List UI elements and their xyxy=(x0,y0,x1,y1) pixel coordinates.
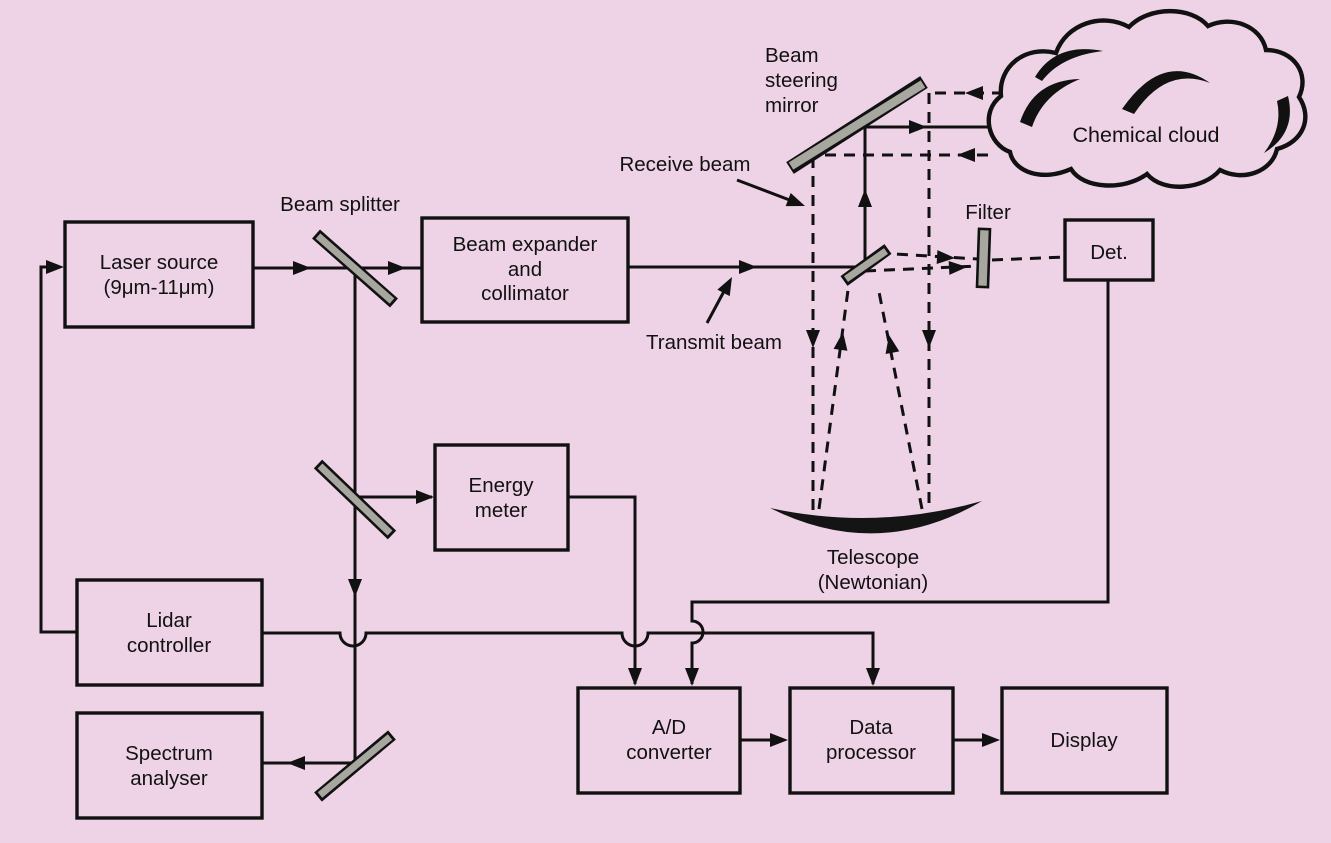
cloud-outline xyxy=(986,8,1308,189)
filter-to-detector-line xyxy=(991,255,1066,262)
energy-meter-box xyxy=(433,443,570,552)
cloud-swoosh-2 xyxy=(1020,79,1080,127)
cloud-swoosh-4 xyxy=(1264,96,1290,153)
data-processor-label: Data xyxy=(849,716,893,739)
detector-box xyxy=(1063,218,1155,282)
display-label: Display xyxy=(1050,729,1118,752)
transmit-beam-label: Transmit beam xyxy=(646,331,782,354)
beam-expander-label: and xyxy=(508,258,542,281)
telescope-ray-right-line xyxy=(877,291,924,510)
display-box xyxy=(1000,686,1169,795)
energy-to-ad-line xyxy=(568,495,637,684)
dashed-lines xyxy=(811,91,1066,510)
detector-to-ad-line xyxy=(690,280,1110,684)
filter-label: Filter xyxy=(965,201,1011,224)
beam-expander-box xyxy=(420,216,630,324)
spectrum-analyser-box xyxy=(75,711,264,820)
spectrum-mirror xyxy=(314,730,396,802)
beam-splitter-label: Beam splitter xyxy=(280,193,400,216)
filter-element xyxy=(975,227,992,289)
controller-bus-line xyxy=(262,631,875,684)
beam-splitter-mirror xyxy=(312,229,398,308)
beam-steering-mirror-label: Beam xyxy=(765,44,819,67)
nodes xyxy=(63,216,1169,820)
data-processor-box xyxy=(788,686,955,795)
mirror-to-filter-upper-line xyxy=(877,251,979,261)
beam-steering-mirror-label: mirror xyxy=(765,94,819,117)
controller-to-laser-line xyxy=(39,265,77,634)
telescope-label: (Newtonian) xyxy=(818,571,929,594)
beam-steering-mirror-label: steering xyxy=(765,69,838,92)
laser-source-label: Laser source xyxy=(100,251,219,274)
ad-converter-box xyxy=(576,686,742,795)
ad-converter-label: A/D xyxy=(652,716,686,739)
spectrum-analyser-label: analyser xyxy=(130,767,208,790)
lidar-controller-label: controller xyxy=(127,634,211,657)
lidar-controller-label: Lidar xyxy=(146,609,192,632)
beam-steering-mirror xyxy=(786,76,928,174)
energy-meter-label: Energy xyxy=(469,474,535,497)
lidar-controller-box xyxy=(75,578,264,687)
beam-expander-label: collimator xyxy=(481,282,569,305)
annotations: Beam splitter Beam steering mirror Recei… xyxy=(280,44,1219,594)
laser-source-box xyxy=(63,220,255,329)
cloud-swoosh-1 xyxy=(1035,49,1103,81)
energy-meter-label: meter xyxy=(475,499,528,522)
optics xyxy=(312,76,992,802)
chemical-cloud-shape xyxy=(986,8,1308,189)
data-processor-label: processor xyxy=(826,741,916,764)
receive-beam-label: Receive beam xyxy=(619,153,750,176)
detector-label: Det. xyxy=(1090,241,1128,264)
node-labels: Laser source (9μm-11μm) Beam expander an… xyxy=(100,233,1128,790)
energy-splitter-mirror xyxy=(313,459,397,540)
cloud-swoosh-3 xyxy=(1122,71,1210,114)
beam-expander-label: Beam expander xyxy=(453,233,598,256)
telescope-label: Telescope xyxy=(827,546,919,569)
laser-source-label: (9μm-11μm) xyxy=(104,276,215,299)
chemical-cloud-label: Chemical cloud xyxy=(1073,123,1220,147)
spectrum-analyser-label: Spectrum xyxy=(125,742,213,765)
ad-converter-label: converter xyxy=(626,741,712,764)
telescope-primary-mirror xyxy=(770,501,982,534)
telescope-ray-left-line xyxy=(817,289,850,510)
secondary-mirror xyxy=(840,244,892,286)
